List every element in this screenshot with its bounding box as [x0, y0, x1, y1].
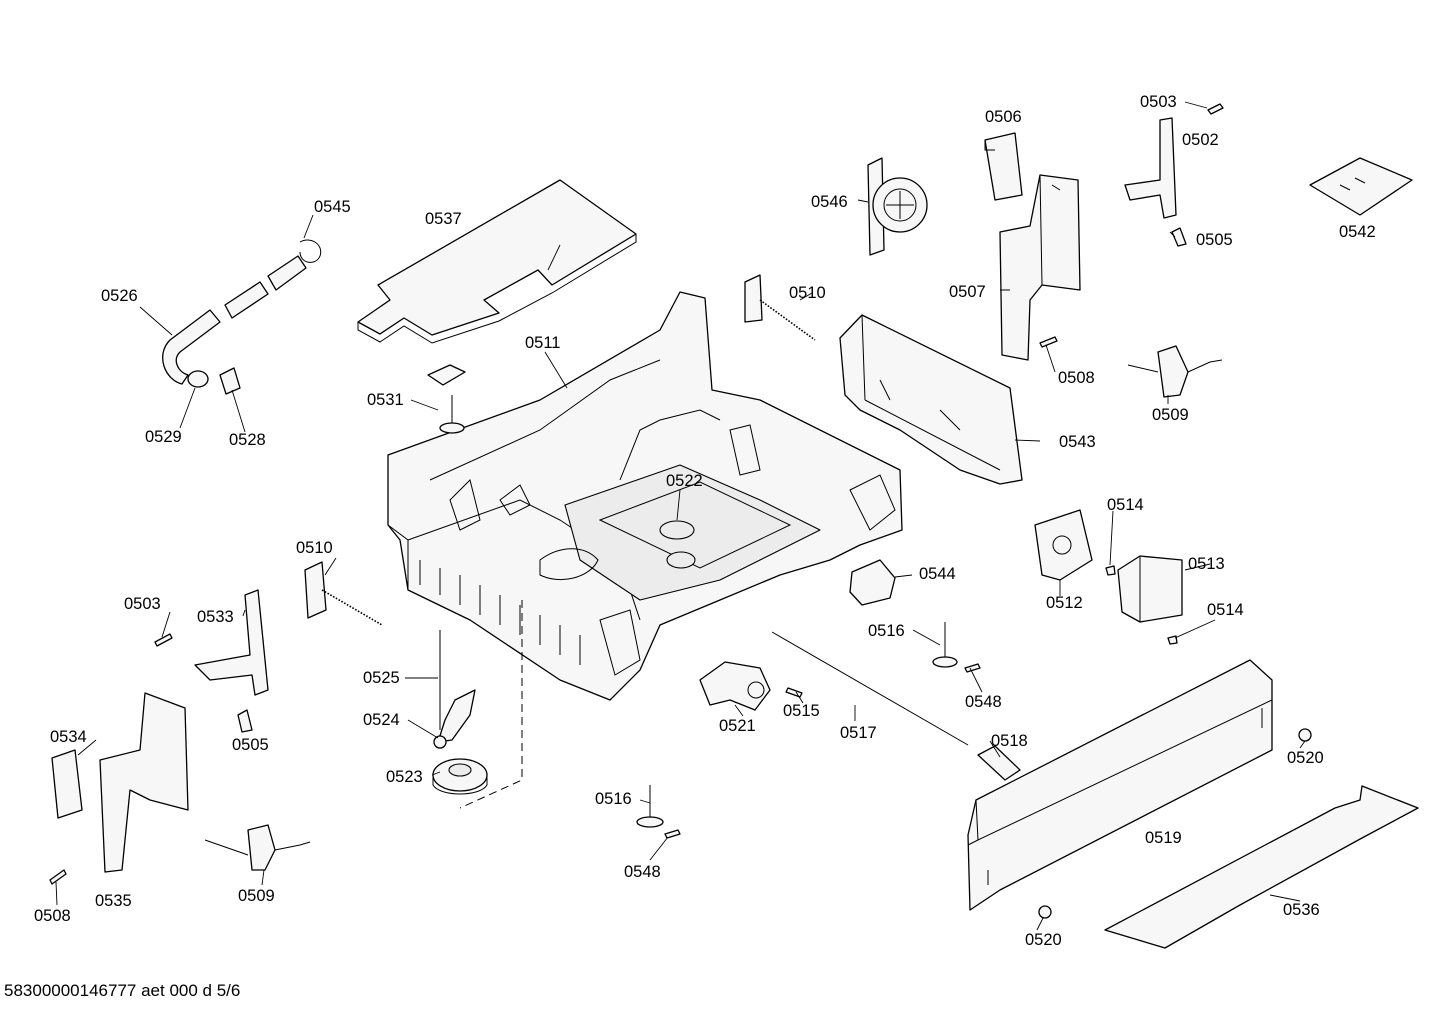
- label-0510-top: 0510: [789, 284, 826, 302]
- label-0520-lower: 0520: [1025, 931, 1062, 949]
- label-0507: 0507: [949, 283, 986, 301]
- part-0505-clip-top: [1171, 227, 1187, 247]
- label-0509-top: 0509: [1152, 406, 1189, 424]
- label-0529: 0529: [145, 428, 182, 446]
- label-0522: 0522: [666, 472, 703, 490]
- part-0536-strip: [1104, 785, 1419, 949]
- part-0507-bracket: [999, 174, 1081, 361]
- label-0519: 0519: [1145, 829, 1182, 847]
- part-0510-spring-lower: [304, 561, 383, 626]
- part-0516-foot-lower: [636, 785, 664, 828]
- part-0544-valve: [849, 559, 896, 606]
- part-0508-screw-top: [1039, 336, 1058, 348]
- label-0536: 0536: [1283, 901, 1320, 919]
- part-0542-bag: [1309, 157, 1413, 216]
- label-0514-lower: 0514: [1207, 601, 1244, 619]
- label-0518: 0518: [991, 732, 1028, 750]
- label-0510-lower: 0510: [296, 539, 333, 557]
- part-0519-kickplate: [967, 659, 1273, 911]
- label-0503: 0503: [1140, 93, 1177, 111]
- label-0505: 0505: [1196, 231, 1233, 249]
- part-0548-screw-right: [964, 663, 981, 673]
- label-0537: 0537: [425, 210, 462, 228]
- label-0516-right: 0516: [868, 622, 905, 640]
- label-0509-lower: 0509: [238, 887, 275, 905]
- label-0520-right: 0520: [1287, 749, 1324, 767]
- part-0524-sensor: [433, 689, 476, 749]
- label-0535: 0535: [95, 892, 132, 910]
- part-0520-screw-lower: [1038, 905, 1052, 919]
- label-0516-lower: 0516: [595, 790, 632, 808]
- part-0520-screw-right: [1298, 728, 1312, 742]
- label-0544: 0544: [919, 565, 956, 583]
- label-0531: 0531: [367, 391, 404, 409]
- label-0511: 0511: [525, 334, 561, 352]
- part-0509-motor-top: [1127, 345, 1223, 398]
- label-0512: 0512: [1046, 594, 1083, 612]
- label-0505-lower: 0505: [232, 736, 269, 754]
- label-0545: 0545: [314, 198, 351, 216]
- part-0515-screw: [785, 687, 803, 698]
- part-0503-screw-lower: [154, 633, 173, 647]
- label-0548-right: 0548: [965, 693, 1002, 711]
- part-0523-filter: [432, 758, 488, 795]
- part-0505-clip-lower: [237, 709, 253, 733]
- label-0514-top: 0514: [1107, 496, 1144, 514]
- part-0511-base-tub: [387, 291, 903, 809]
- part-0516-foot-right: [932, 622, 958, 668]
- part-0509-motor-lower: [204, 824, 311, 871]
- part-0537-plate: [357, 179, 637, 344]
- part-0513-cover: [1117, 555, 1183, 623]
- label-0534: 0534: [50, 728, 87, 746]
- part-0534-cover: [51, 749, 83, 819]
- part-0543-control-module: [839, 314, 1023, 485]
- label-0513: 0513: [1188, 555, 1225, 573]
- label-0508-top: 0508: [1058, 369, 1095, 387]
- label-0503-lower: 0503: [124, 595, 161, 613]
- part-0528-clip: [219, 367, 241, 395]
- label-0542: 0542: [1339, 223, 1376, 241]
- label-0523: 0523: [386, 768, 423, 786]
- label-0515: 0515: [783, 702, 820, 720]
- label-0546: 0546: [811, 193, 848, 211]
- label-0521: 0521: [719, 717, 756, 735]
- part-0512-bracket: [1034, 509, 1093, 581]
- part-0535-bracket: [99, 692, 189, 873]
- label-0533: 0533: [197, 608, 234, 626]
- label-0525: 0525: [363, 669, 400, 687]
- label-0528: 0528: [229, 431, 266, 449]
- label-0517: 0517: [840, 724, 877, 742]
- part-0517-rod: [771, 631, 969, 746]
- part-0529-clamp: [187, 370, 209, 388]
- part-0514-screw-b: [1167, 635, 1178, 645]
- part-0506-cover: [984, 132, 1023, 201]
- label-0548-lower: 0548: [624, 863, 661, 881]
- part-0514-screw-a: [1105, 565, 1116, 576]
- document-id: 58300000146777 aet 000 d 5/6: [4, 981, 241, 1000]
- part-0510-spring-top: [744, 274, 816, 341]
- part-0521-inlet-valve: [699, 661, 771, 711]
- part-0533-bracket: [194, 589, 269, 696]
- label-0508-lower: 0508: [34, 907, 71, 925]
- label-0506: 0506: [985, 108, 1022, 126]
- part-0503-screw-top: [1207, 103, 1224, 115]
- part-0502-bracket: [1124, 117, 1177, 219]
- part-0531-foot: [427, 364, 466, 434]
- part-0546-pump: [867, 157, 928, 256]
- label-0543: 0543: [1059, 433, 1096, 451]
- part-0518-bushing: [977, 745, 1021, 781]
- label-0502: 0502: [1182, 131, 1219, 149]
- label-0526: 0526: [101, 287, 138, 305]
- part-0508-screw-lower: [49, 869, 67, 885]
- label-0524: 0524: [363, 711, 400, 729]
- leader-lines: [55, 101, 1306, 931]
- part-0548-screw-lower: [664, 829, 681, 839]
- part-0526-hose: [162, 239, 322, 385]
